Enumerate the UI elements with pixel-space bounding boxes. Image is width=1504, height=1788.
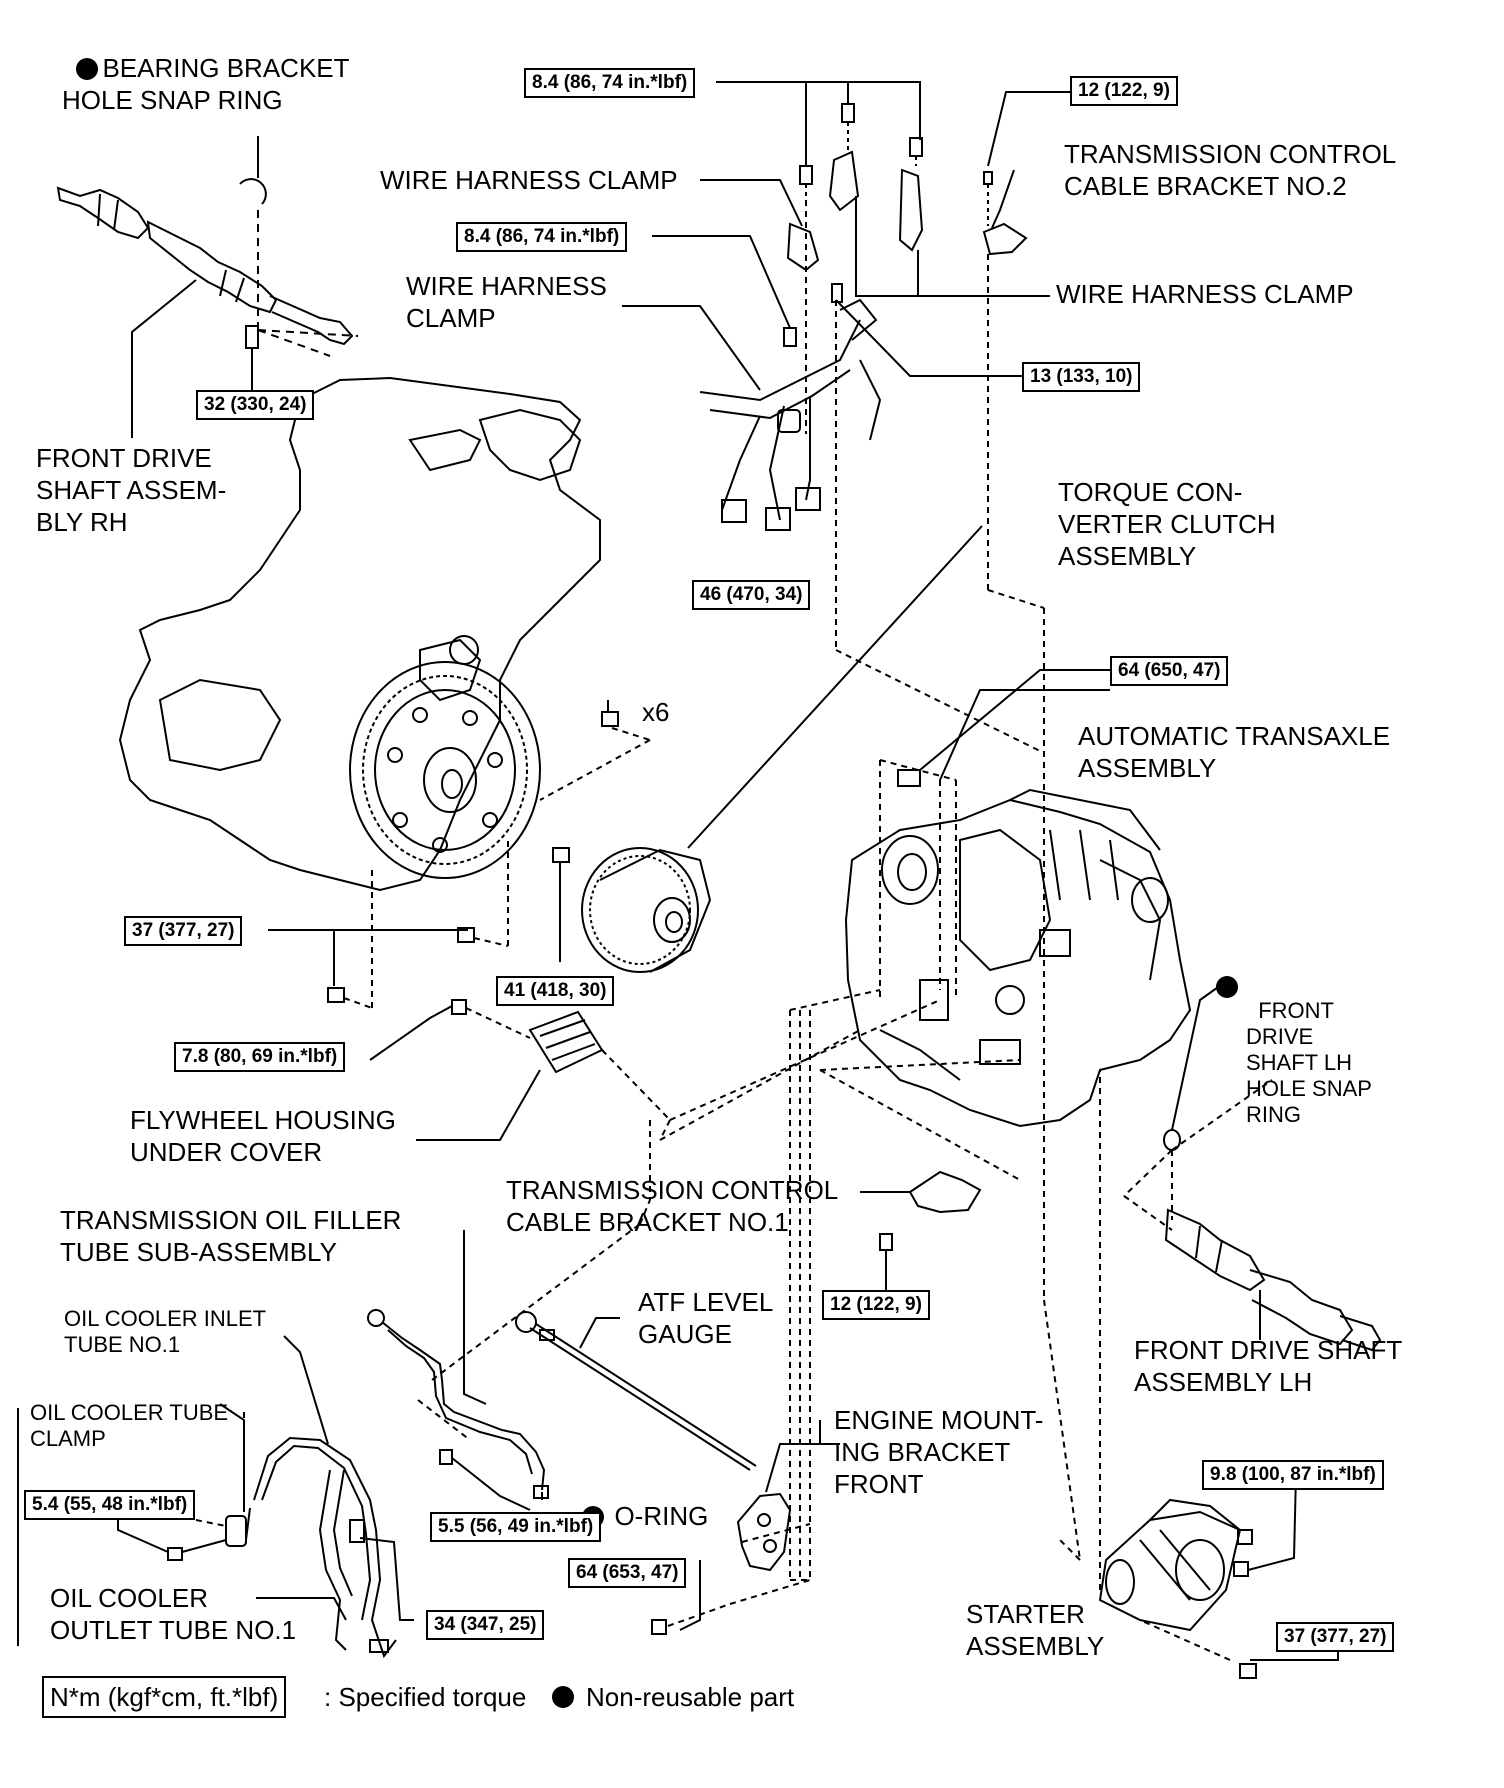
- label-o-ring-text: O-RING: [614, 1501, 709, 1531]
- label-oil-cooler-inlet: OIL COOLER INLET TUBE NO.1: [64, 1306, 267, 1357]
- tcc-bracket-1-shape: [910, 1172, 980, 1212]
- torque-64-653: 64 (653, 47): [568, 1558, 687, 1588]
- legend-unit-box: N*m (kgf*cm, ft.*lbf): [42, 1676, 287, 1718]
- oil-cooler-clamp-shape: [226, 1516, 246, 1546]
- clamp-b: [830, 152, 858, 210]
- label-oil-cooler-outlet: OIL COOLER OUTLET TUBE NO.1: [50, 1583, 297, 1645]
- torque-12-bottom: 12 (122, 9): [822, 1290, 930, 1320]
- lh-snap-ring: [1164, 1130, 1180, 1150]
- torque-32: 32 (330, 24): [196, 390, 315, 420]
- non-reusable-dot: [76, 58, 99, 80]
- label-wire-clamp-1: WIRE HARNESS CLAMP: [380, 165, 678, 195]
- label-front-drive-lh-snap: FRONT DRIVE SHAFT LH HOLE SNAP RING: [1216, 972, 1372, 1128]
- label-front-drive-rh: FRONT DRIVE SHAFT ASSEM- BLY RH: [36, 443, 227, 537]
- torque-64-650: 64 (650, 47): [1110, 656, 1229, 686]
- engine-mount-bracket: [738, 1494, 790, 1570]
- torque-37-right: 37 (377, 27): [1276, 1622, 1395, 1652]
- label-bearing-snap-ring: BEARING BRACKET HOLE SNAP RING: [62, 20, 350, 116]
- label-engine-mount: ENGINE MOUNT- ING BRACKET FRONT: [834, 1405, 1044, 1499]
- torque-41: 41 (418, 30): [496, 976, 615, 1006]
- oil-cooler-tubes: [246, 1438, 396, 1656]
- front-drive-shaft-rh: [58, 188, 352, 344]
- bearing-snap-ring: [240, 179, 266, 204]
- label-starter: STARTER ASSEMBLY: [966, 1599, 1105, 1661]
- label-wire-clamp-3: WIRE HARNESS CLAMP: [1056, 279, 1354, 309]
- label-oil-filler-tube: TRANSMISSION OIL FILLER TUBE SUB-ASSEMBL…: [60, 1205, 402, 1267]
- label-front-drive-lh: FRONT DRIVE SHAFT ASSEMBLY LH: [1134, 1335, 1403, 1397]
- clamp-a: [788, 224, 818, 270]
- torque-8-4-top: 8.4 (86, 74 in.*lbf): [524, 68, 696, 98]
- torque-7-8: 7.8 (80, 69 in.*lbf): [174, 1042, 346, 1072]
- torque-46: 46 (470, 34): [692, 580, 811, 610]
- torque-12-top: 12 (122, 9): [1070, 76, 1178, 106]
- torque-13: 13 (133, 10): [1022, 362, 1141, 392]
- label-wire-clamp-2: WIRE HARNESS CLAMP: [406, 271, 607, 333]
- wire-harness: [700, 300, 880, 530]
- front-drive-shaft-lh: [1166, 1210, 1380, 1350]
- torque-5-4: 5.4 (55, 48 in.*lbf): [24, 1490, 196, 1520]
- legend-non-reusable: Non-reusable part: [586, 1682, 795, 1712]
- drive-plate: [350, 662, 540, 878]
- label-tcc-bracket-2: TRANSMISSION CONTROL CABLE BRACKET NO.2: [1064, 139, 1397, 201]
- transaxle: [846, 790, 1190, 1126]
- label-bearing-snap-ring-text: BEARING BRACKET HOLE SNAP RING: [62, 53, 350, 115]
- label-oil-cooler-clamp: OIL COOLER TUBE CLAMP: [30, 1400, 229, 1451]
- flywheel-under-cover: [530, 1012, 602, 1072]
- oil-filler-tube: [368, 1310, 548, 1498]
- torque-9-8: 9.8 (100, 87 in.*lbf): [1202, 1460, 1384, 1490]
- label-x6: x6: [642, 697, 670, 727]
- legend-non-reusable-dot: [552, 1686, 574, 1708]
- torque-34: 34 (347, 25): [426, 1610, 545, 1640]
- starter-motor: [1100, 1500, 1240, 1630]
- label-torque-converter: TORQUE CON- VERTER CLUTCH ASSEMBLY: [1058, 477, 1276, 571]
- label-tcc-bracket-1: TRANSMISSION CONTROL CABLE BRACKET NO.1: [506, 1175, 839, 1237]
- tcc-bracket-2-shape: [984, 224, 1026, 254]
- torque-8-4-mid: 8.4 (86, 74 in.*lbf): [456, 222, 628, 252]
- legend-specified-torque: : Specified torque: [324, 1682, 527, 1712]
- label-auto-transaxle: AUTOMATIC TRANSAXLE ASSEMBLY: [1078, 721, 1391, 783]
- label-flywheel-cover: FLYWHEEL HOUSING UNDER COVER: [130, 1105, 396, 1167]
- torque-5-5: 5.5 (56, 49 in.*lbf): [430, 1512, 602, 1542]
- non-reusable-dot: [1216, 976, 1238, 998]
- label-front-drive-lh-snap-text: FRONT DRIVE SHAFT LH HOLE SNAP RING: [1246, 998, 1372, 1127]
- torque-37-left: 37 (377, 27): [124, 916, 243, 946]
- clamp-c: [900, 170, 922, 250]
- atf-gauge: [516, 1312, 756, 1470]
- torque-converter: [582, 848, 710, 972]
- label-atf-gauge: ATF LEVEL GAUGE: [638, 1287, 774, 1349]
